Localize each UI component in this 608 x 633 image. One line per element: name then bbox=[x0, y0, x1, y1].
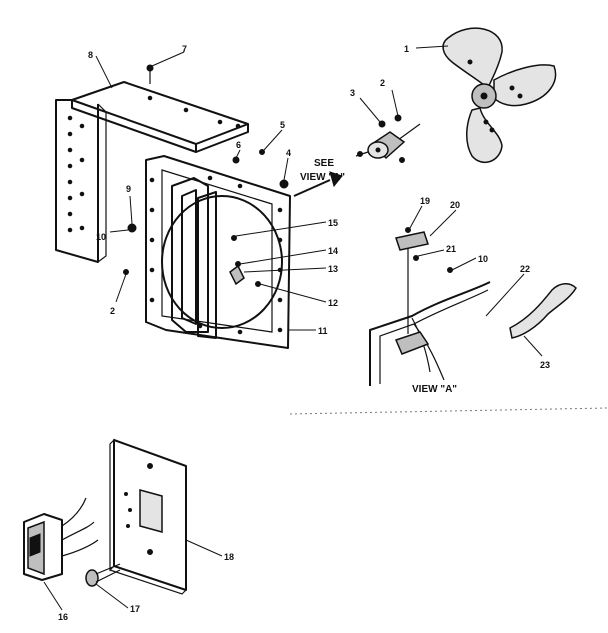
callout-7: 7 bbox=[182, 44, 187, 54]
callout-17: 17 bbox=[130, 604, 140, 614]
view-a-label: VIEW "A" bbox=[412, 384, 457, 395]
callout-9: 9 bbox=[126, 184, 131, 194]
see-view-arrow bbox=[293, 171, 343, 197]
switch-plate bbox=[109, 438, 187, 595]
callout-19: 19 bbox=[420, 196, 430, 206]
callout-15: 15 bbox=[328, 218, 338, 228]
rocker-switch bbox=[23, 497, 99, 581]
callout-14: 14 bbox=[328, 246, 338, 256]
top-bracket bbox=[55, 64, 249, 263]
leader-lines bbox=[43, 45, 543, 611]
fan-blade bbox=[442, 27, 557, 164]
callout-6: 6 bbox=[236, 140, 241, 150]
view-labels: SEE VIEW "A" VIEW "A" bbox=[300, 158, 457, 395]
callout-10-right: 10 bbox=[478, 254, 488, 264]
bracket-holes bbox=[67, 95, 241, 233]
callout-21: 21 bbox=[446, 244, 456, 254]
callout-8: 8 bbox=[88, 50, 93, 60]
callout-2-left: 2 bbox=[110, 306, 115, 316]
callouts: 1 2 3 4 5 6 7 8 9 10 2 10 11 12 13 14 15… bbox=[58, 44, 550, 622]
callout-22: 22 bbox=[520, 264, 530, 274]
callout-1: 1 bbox=[404, 44, 409, 54]
callout-20: 20 bbox=[450, 200, 460, 210]
motor bbox=[355, 114, 421, 163]
callout-23: 23 bbox=[540, 360, 550, 370]
shroud-holes bbox=[149, 175, 283, 335]
callout-10-left: 10 bbox=[96, 232, 106, 242]
callout-11: 11 bbox=[318, 326, 328, 336]
fan-shroud bbox=[123, 149, 453, 349]
callout-13: 13 bbox=[328, 264, 338, 274]
callout-5: 5 bbox=[280, 120, 285, 130]
see-view-line-1: SEE bbox=[314, 158, 334, 169]
mounting-screw bbox=[85, 563, 121, 587]
callout-12: 12 bbox=[328, 298, 338, 308]
callout-3: 3 bbox=[350, 88, 355, 98]
callout-16: 16 bbox=[58, 612, 68, 622]
callout-18: 18 bbox=[224, 552, 234, 562]
view-a-detail bbox=[289, 231, 608, 415]
see-view-line-2: VIEW "A" bbox=[300, 172, 345, 183]
callout-2: 2 bbox=[380, 78, 385, 88]
callout-4: 4 bbox=[286, 148, 291, 158]
